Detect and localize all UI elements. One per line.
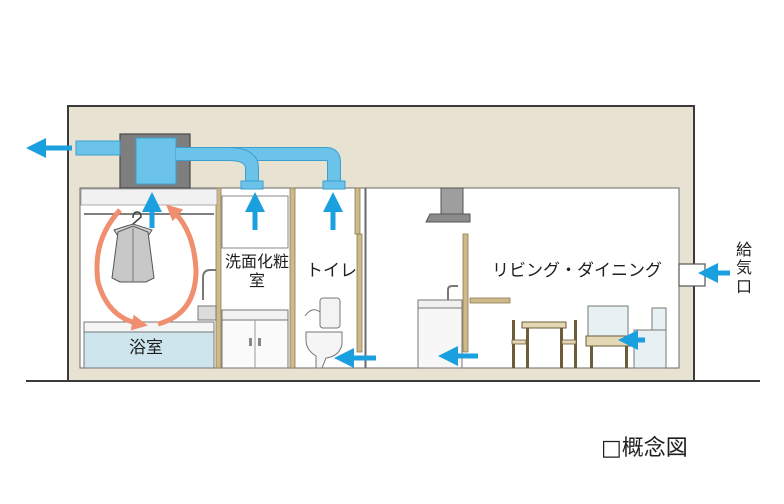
main-duct — [176, 148, 340, 184]
table-leg-right — [560, 328, 563, 368]
armchair-back — [587, 305, 629, 341]
range-hood-duct — [440, 187, 464, 215]
exhaust-duct — [75, 140, 121, 156]
toilet-tank — [319, 297, 341, 329]
hanger-hook — [132, 211, 142, 225]
air-inlet-label: 給気口 — [736, 240, 753, 296]
table-leg-left — [526, 328, 529, 368]
bath-ceiling-panel — [80, 188, 218, 206]
toilet-vent-grille — [322, 180, 346, 190]
wash-vent-grille — [240, 180, 264, 190]
vanity-counter — [221, 309, 289, 321]
side-cabinet-top — [651, 307, 667, 331]
air-inlet-opening — [678, 263, 706, 287]
chair-left-seat — [511, 339, 527, 345]
wall-wash-toilet — [289, 187, 296, 369]
kitchen-counter — [417, 299, 463, 309]
kitchen-cabinet — [417, 307, 463, 369]
door-living — [462, 233, 469, 353]
wall-toilet-upper — [354, 187, 361, 235]
vanity-handle-right — [258, 338, 261, 346]
vanity-handle-left — [249, 338, 252, 346]
wash-duct — [227, 148, 258, 184]
side-cabinet — [633, 329, 667, 369]
range-hood — [425, 213, 471, 223]
duct-system — [75, 133, 346, 190]
living-dining-label: リビング・ダイニング — [492, 261, 662, 281]
washroom-label: 洗面化粧室 — [225, 252, 290, 291]
dining-table — [521, 321, 567, 329]
toilet-icon — [305, 331, 343, 369]
toilet-seat — [304, 309, 321, 317]
bath-faucet — [202, 269, 216, 300]
circulation-arrow-left — [94, 208, 148, 331]
circulation-arrow-right — [157, 204, 199, 327]
door-toilet — [356, 233, 363, 353]
bath-tap — [197, 305, 217, 321]
bathtub-rim — [83, 321, 215, 333]
wall-bath-wash — [215, 187, 222, 369]
chair-right-seat — [561, 339, 577, 345]
bathtub — [83, 331, 215, 369]
fan-unit — [135, 137, 177, 185]
kitchen-faucet — [447, 285, 458, 300]
bathroom-label: 浴室 — [129, 338, 163, 358]
armchair-seat — [585, 335, 633, 347]
armchair-leg-left — [590, 346, 593, 368]
armchair-leg-right — [625, 346, 628, 368]
concept-diagram-label: □概念図 — [601, 436, 688, 461]
toilet-label: トイレ — [306, 261, 357, 281]
counter-shelf — [469, 297, 511, 304]
